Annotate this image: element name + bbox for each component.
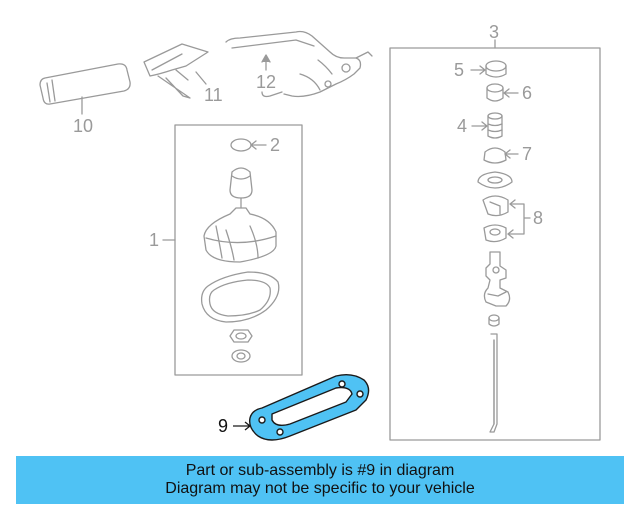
callout-7: 7 xyxy=(522,144,532,164)
callout-11: 11 xyxy=(204,85,223,105)
callout-2: 2 xyxy=(270,135,280,155)
callout-4: 4 xyxy=(457,116,467,136)
leader-6-arrow xyxy=(503,88,519,98)
shift-lever-body xyxy=(483,251,511,433)
part-9-gasket-highlighted xyxy=(248,373,370,441)
leader-5-arrow xyxy=(470,65,486,75)
part-4-bushing xyxy=(487,112,503,139)
info-banner: Part or sub-assembly is #9 in diagram Di… xyxy=(16,456,624,504)
inner-gasket xyxy=(200,271,280,323)
callout-8: 8 xyxy=(533,208,543,228)
callout-1: 1 xyxy=(149,230,159,250)
part-12-lever xyxy=(225,30,373,98)
banner-line-2: Diagram may not be specific to your vehi… xyxy=(165,480,475,497)
part-6-bushing xyxy=(486,83,504,102)
leader-8-arrows xyxy=(507,199,516,239)
leader-2-arrow xyxy=(250,140,267,150)
callout-9: 9 xyxy=(218,416,228,436)
assembly-box-3 xyxy=(389,47,601,441)
assembly-box-1 xyxy=(174,124,303,376)
part-8-clips xyxy=(482,195,509,243)
shift-knob xyxy=(229,167,253,209)
part-7-pivot xyxy=(477,147,513,189)
leader-9-arrow xyxy=(233,421,252,431)
callout-5: 5 xyxy=(454,60,464,80)
part-11-cover xyxy=(143,43,209,99)
shift-boot xyxy=(203,207,277,263)
callout-6: 6 xyxy=(522,83,532,103)
callout-12: 12 xyxy=(256,72,276,92)
callout-10: 10 xyxy=(73,116,93,136)
part-5-cap xyxy=(485,60,507,78)
leader-7-arrow xyxy=(504,149,519,159)
part-2-ring xyxy=(230,138,252,152)
leader-12-arrow xyxy=(261,54,271,63)
banner-line-1: Part or sub-assembly is #9 in diagram xyxy=(185,462,455,479)
part-10-grip xyxy=(39,63,131,105)
leader-4-arrow xyxy=(471,121,488,131)
leader-8-bracket xyxy=(507,203,531,235)
callout-3: 3 xyxy=(489,22,499,42)
nut-washer xyxy=(229,329,253,363)
leader-11 xyxy=(195,71,207,85)
